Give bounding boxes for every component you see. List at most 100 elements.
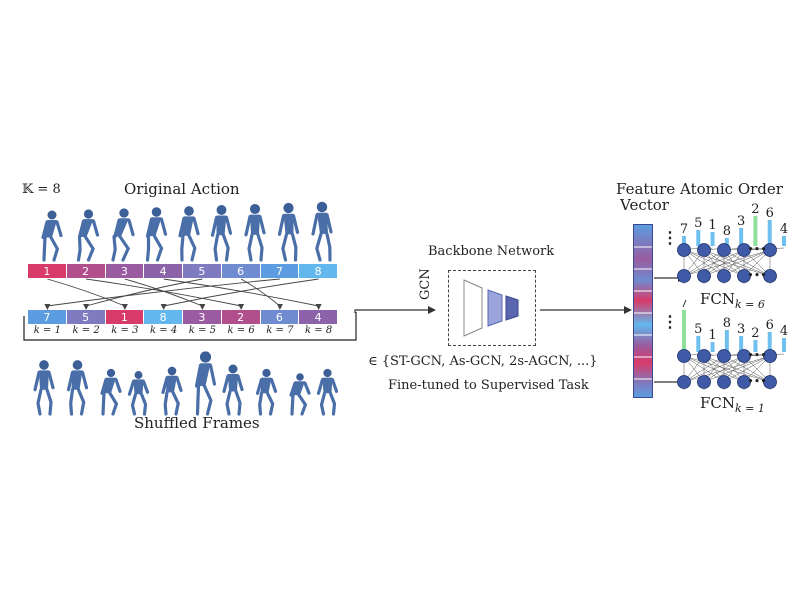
- position-label-4: k = 4: [150, 325, 178, 336]
- ellipsis-top: ⋮: [662, 228, 678, 247]
- fcn-bottom-node-ellipsis-2: •••: [747, 375, 766, 388]
- fcn-top-node-ellipsis-2: •••: [747, 269, 766, 282]
- original-figure-2: [76, 209, 100, 262]
- fcn-top-node-1-3: [717, 243, 731, 257]
- shuffled-figure-7: [222, 364, 244, 416]
- original-sequence-cell-6: 6: [221, 264, 261, 278]
- backbone-set-text: ∈ {ST-GCN, As-GCN, 2s-AGCN, ...}: [368, 354, 598, 369]
- shuffle-arrow-5: [86, 278, 203, 307]
- fcn-bottom-label: FCNk = 1: [700, 394, 765, 415]
- position-label-7: k = 7: [266, 325, 294, 336]
- fcn-top-node-1-5: [763, 243, 777, 257]
- fcn-bottom-bar-label-4: 4: [780, 324, 788, 339]
- connector-to-backbone: [354, 306, 436, 314]
- shuffled-figure-4: [127, 371, 150, 416]
- feature-vector: [633, 224, 653, 398]
- fcn-top-bar-label-8: 8: [723, 224, 731, 239]
- fcn-top-node-1-2: [697, 243, 711, 257]
- fcn-bottom-node-2-3: [717, 375, 731, 389]
- shuffled-sequence-cell-7: 6: [260, 310, 300, 324]
- fcn-bottom-bar-6: [767, 332, 772, 352]
- original-figure-4: [145, 207, 168, 262]
- bracket-connector: [23, 312, 357, 341]
- fcn-bottom-bar-label-7: 7: [680, 300, 688, 311]
- fcn-top-bar-label-5: 5: [694, 216, 702, 231]
- original-sequence-cell-7: 7: [260, 264, 300, 278]
- shuffle-arrow-6: [240, 278, 281, 307]
- position-label-3: k = 3: [111, 325, 139, 336]
- fcn-top-bar-label-4: 4: [780, 222, 788, 237]
- fine-tuned-text: Fine-tuned to Supervised Task: [388, 378, 589, 393]
- fcn-bottom-bar-7: [682, 310, 686, 352]
- shuffle-arrow-4: [163, 278, 319, 307]
- position-label-1: k = 1: [33, 325, 61, 336]
- fcn-top-bar-label-6: 6: [766, 206, 774, 221]
- shuffle-arrowhead-4: [315, 304, 322, 310]
- fcn-top-bar-5: [696, 230, 701, 246]
- fcn-top-node-2-3: [717, 269, 731, 283]
- backbone-box: [448, 270, 536, 346]
- shuffled-figure-6: [194, 351, 217, 416]
- fcn-top-label: FCNk = 6: [700, 290, 765, 311]
- shuffle-arrowhead-1: [121, 304, 128, 310]
- feature-label: Feature: [616, 180, 676, 198]
- fcn-top-node-ellipsis-1: •••: [747, 243, 766, 256]
- fcn-top-bar-8: [724, 238, 729, 246]
- shuffled-sequence-cell-1: 7: [28, 310, 67, 324]
- position-label-8: k = 8: [305, 325, 333, 336]
- gcn-label: GCN: [418, 268, 433, 300]
- position-label-5: k = 5: [188, 325, 216, 336]
- shuffled-frames-figures: [33, 351, 339, 416]
- fcn-bottom-bar-label-5: 5: [694, 322, 702, 337]
- backbone-network-title: Backbone Network: [428, 244, 555, 259]
- shuffle-arrow-1: [47, 278, 126, 307]
- shuffled-figure-10: [316, 368, 339, 416]
- position-label-6: k = 6: [227, 325, 255, 336]
- k-constant-label: 𝕂 = 8: [22, 182, 61, 197]
- original-figure-7: [244, 203, 266, 262]
- fcn-bottom-node-1-4: [737, 349, 751, 363]
- fcn-bottom-bar-5: [696, 336, 701, 352]
- position-label-2: k = 2: [72, 325, 100, 336]
- shuffle-arrowhead-5: [83, 304, 90, 310]
- fcn-bottom-node-1-5: [763, 349, 777, 363]
- original-sequence-cell-4: 4: [144, 264, 183, 278]
- fcn-top-node-2-1: [677, 269, 691, 283]
- fcn-bottom-bar-label-8: 8: [723, 316, 731, 331]
- fcn-bottom-node-ellipsis-1: •••: [747, 349, 766, 362]
- fcn-bottom-bar-8: [724, 330, 729, 352]
- fcn-bottom-node-2-2: [697, 375, 711, 389]
- shuffled-sequence-cell-6: 2: [221, 310, 261, 324]
- shuffle-arrowhead-7: [44, 304, 51, 310]
- fcn-top-bar-label-7: 7: [680, 222, 688, 237]
- fcn-bottom-bar-4: [782, 338, 786, 352]
- original-sequence-cell-5: 5: [183, 264, 222, 278]
- arrow-to-feature: [540, 306, 632, 314]
- original-figure-3: [111, 208, 135, 262]
- original-figure-9: [311, 201, 333, 262]
- fcn-bottom-bar-label-3: 3: [737, 322, 745, 337]
- shuffle-arrow-7: [47, 278, 280, 307]
- shuffled-figure-8: [255, 368, 278, 416]
- gcn-layers-icon: [463, 279, 519, 337]
- shuffled-sequence-cell-2: 5: [66, 310, 106, 324]
- fcn-bottom-node-1-1: [677, 349, 691, 363]
- fcn-top-bar-3: [739, 228, 744, 246]
- original-action-figures: [41, 201, 333, 262]
- original-action-title: Original Action: [124, 180, 240, 198]
- fcn-top-bar-label-1: 1: [708, 218, 716, 233]
- shuffled-sequence-cell-4: 8: [144, 310, 183, 324]
- shuffled-figure-3: [100, 368, 122, 416]
- fcn-bottom-bar-3: [739, 336, 744, 352]
- original-sequence-cell-1: 1: [28, 264, 67, 278]
- fcn-top-bar-7: [682, 236, 686, 246]
- shuffle-arrowhead-6: [276, 304, 283, 310]
- fcn-bottom-bar-label-2: 2: [751, 326, 759, 341]
- fcn-top-node-1-4: [737, 243, 751, 257]
- fcn-top-bar-2: [753, 216, 758, 246]
- fcn-bottom-node-1-2: [697, 349, 711, 363]
- shuffled-figure-5: [161, 366, 183, 416]
